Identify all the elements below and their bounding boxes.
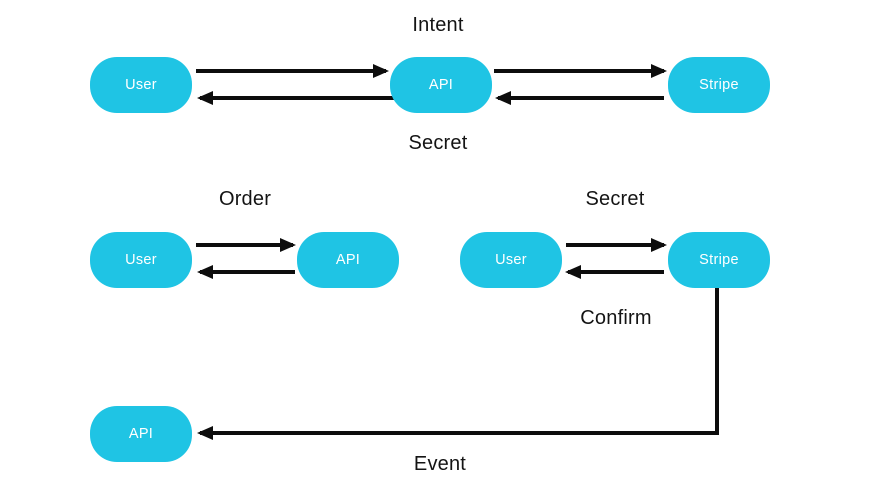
node-user-mid-left: User bbox=[90, 232, 192, 288]
node-label: API bbox=[335, 252, 361, 268]
flow-label-secret-top: Secret bbox=[408, 132, 468, 154]
node-label: API bbox=[128, 426, 154, 442]
flow-label-confirm: Confirm bbox=[580, 307, 652, 329]
flow-label-intent: Intent bbox=[412, 14, 464, 36]
node-label: User bbox=[125, 252, 157, 268]
node-label: User bbox=[495, 252, 527, 268]
node-stripe-mid: Stripe bbox=[668, 232, 770, 288]
flow-label-secret-mid: Secret bbox=[585, 188, 645, 210]
node-user-mid-right: User bbox=[460, 232, 562, 288]
node-api-bottom: API bbox=[90, 406, 192, 462]
node-api-mid: API bbox=[297, 232, 399, 288]
arrow-stripe-to-bottom-api bbox=[197, 287, 719, 440]
node-label: User bbox=[125, 77, 157, 93]
node-stripe-top: Stripe bbox=[668, 57, 770, 113]
flow-label-order: Order bbox=[218, 188, 272, 210]
node-label: API bbox=[428, 77, 454, 93]
node-label: Stripe bbox=[699, 77, 739, 93]
node-label: Stripe bbox=[699, 252, 739, 268]
node-api-top: API bbox=[390, 57, 492, 113]
node-user-top: User bbox=[90, 57, 192, 113]
flow-label-event: Event bbox=[413, 453, 467, 475]
